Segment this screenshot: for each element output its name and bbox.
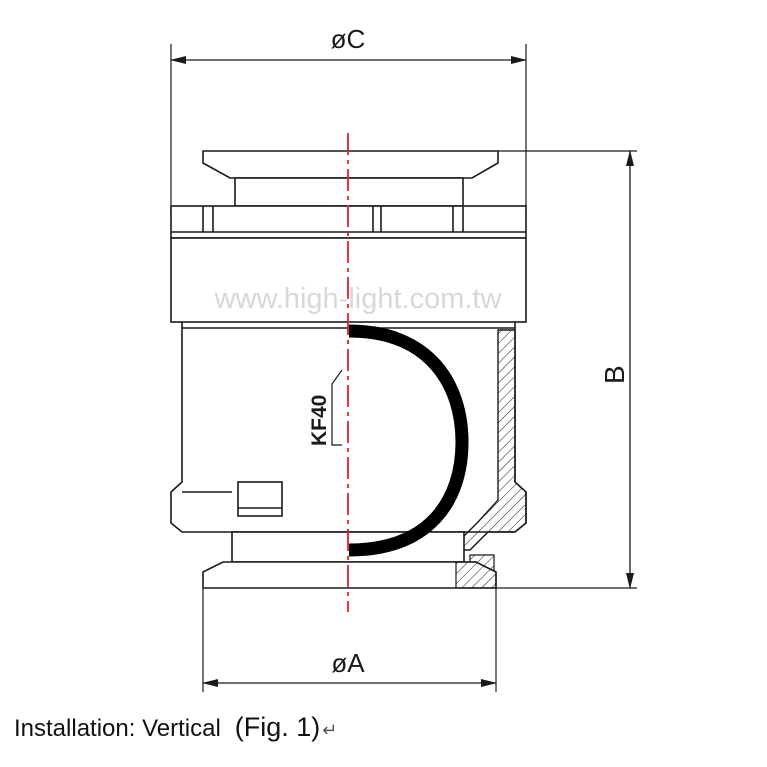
figure-caption: Installation: Vertical (Fig. 1)↵: [14, 712, 337, 743]
caption-figure: (Fig. 1): [234, 712, 321, 742]
top-flange: [202, 150, 499, 207]
dim-b-extension: [496, 150, 637, 589]
model-label: KF40: [308, 395, 331, 446]
section-hatch-flange: [455, 561, 497, 589]
caption-installation: Installation: Vertical: [14, 715, 221, 742]
bottom-flange: [202, 531, 497, 589]
dim-c-extension: [170, 44, 527, 215]
section-hatch: [459, 329, 527, 551]
o-ring: [348, 324, 469, 557]
dim-a-label: øA: [331, 648, 365, 678]
kf40-leader: [331, 369, 343, 446]
dim-a-extension: [202, 588, 497, 692]
watermark: www.high-light.com.tw: [214, 283, 503, 315]
dim-c-label: øC: [331, 24, 366, 54]
return-mark-icon: ↵: [322, 720, 338, 740]
dim-b-label: B: [599, 365, 630, 384]
